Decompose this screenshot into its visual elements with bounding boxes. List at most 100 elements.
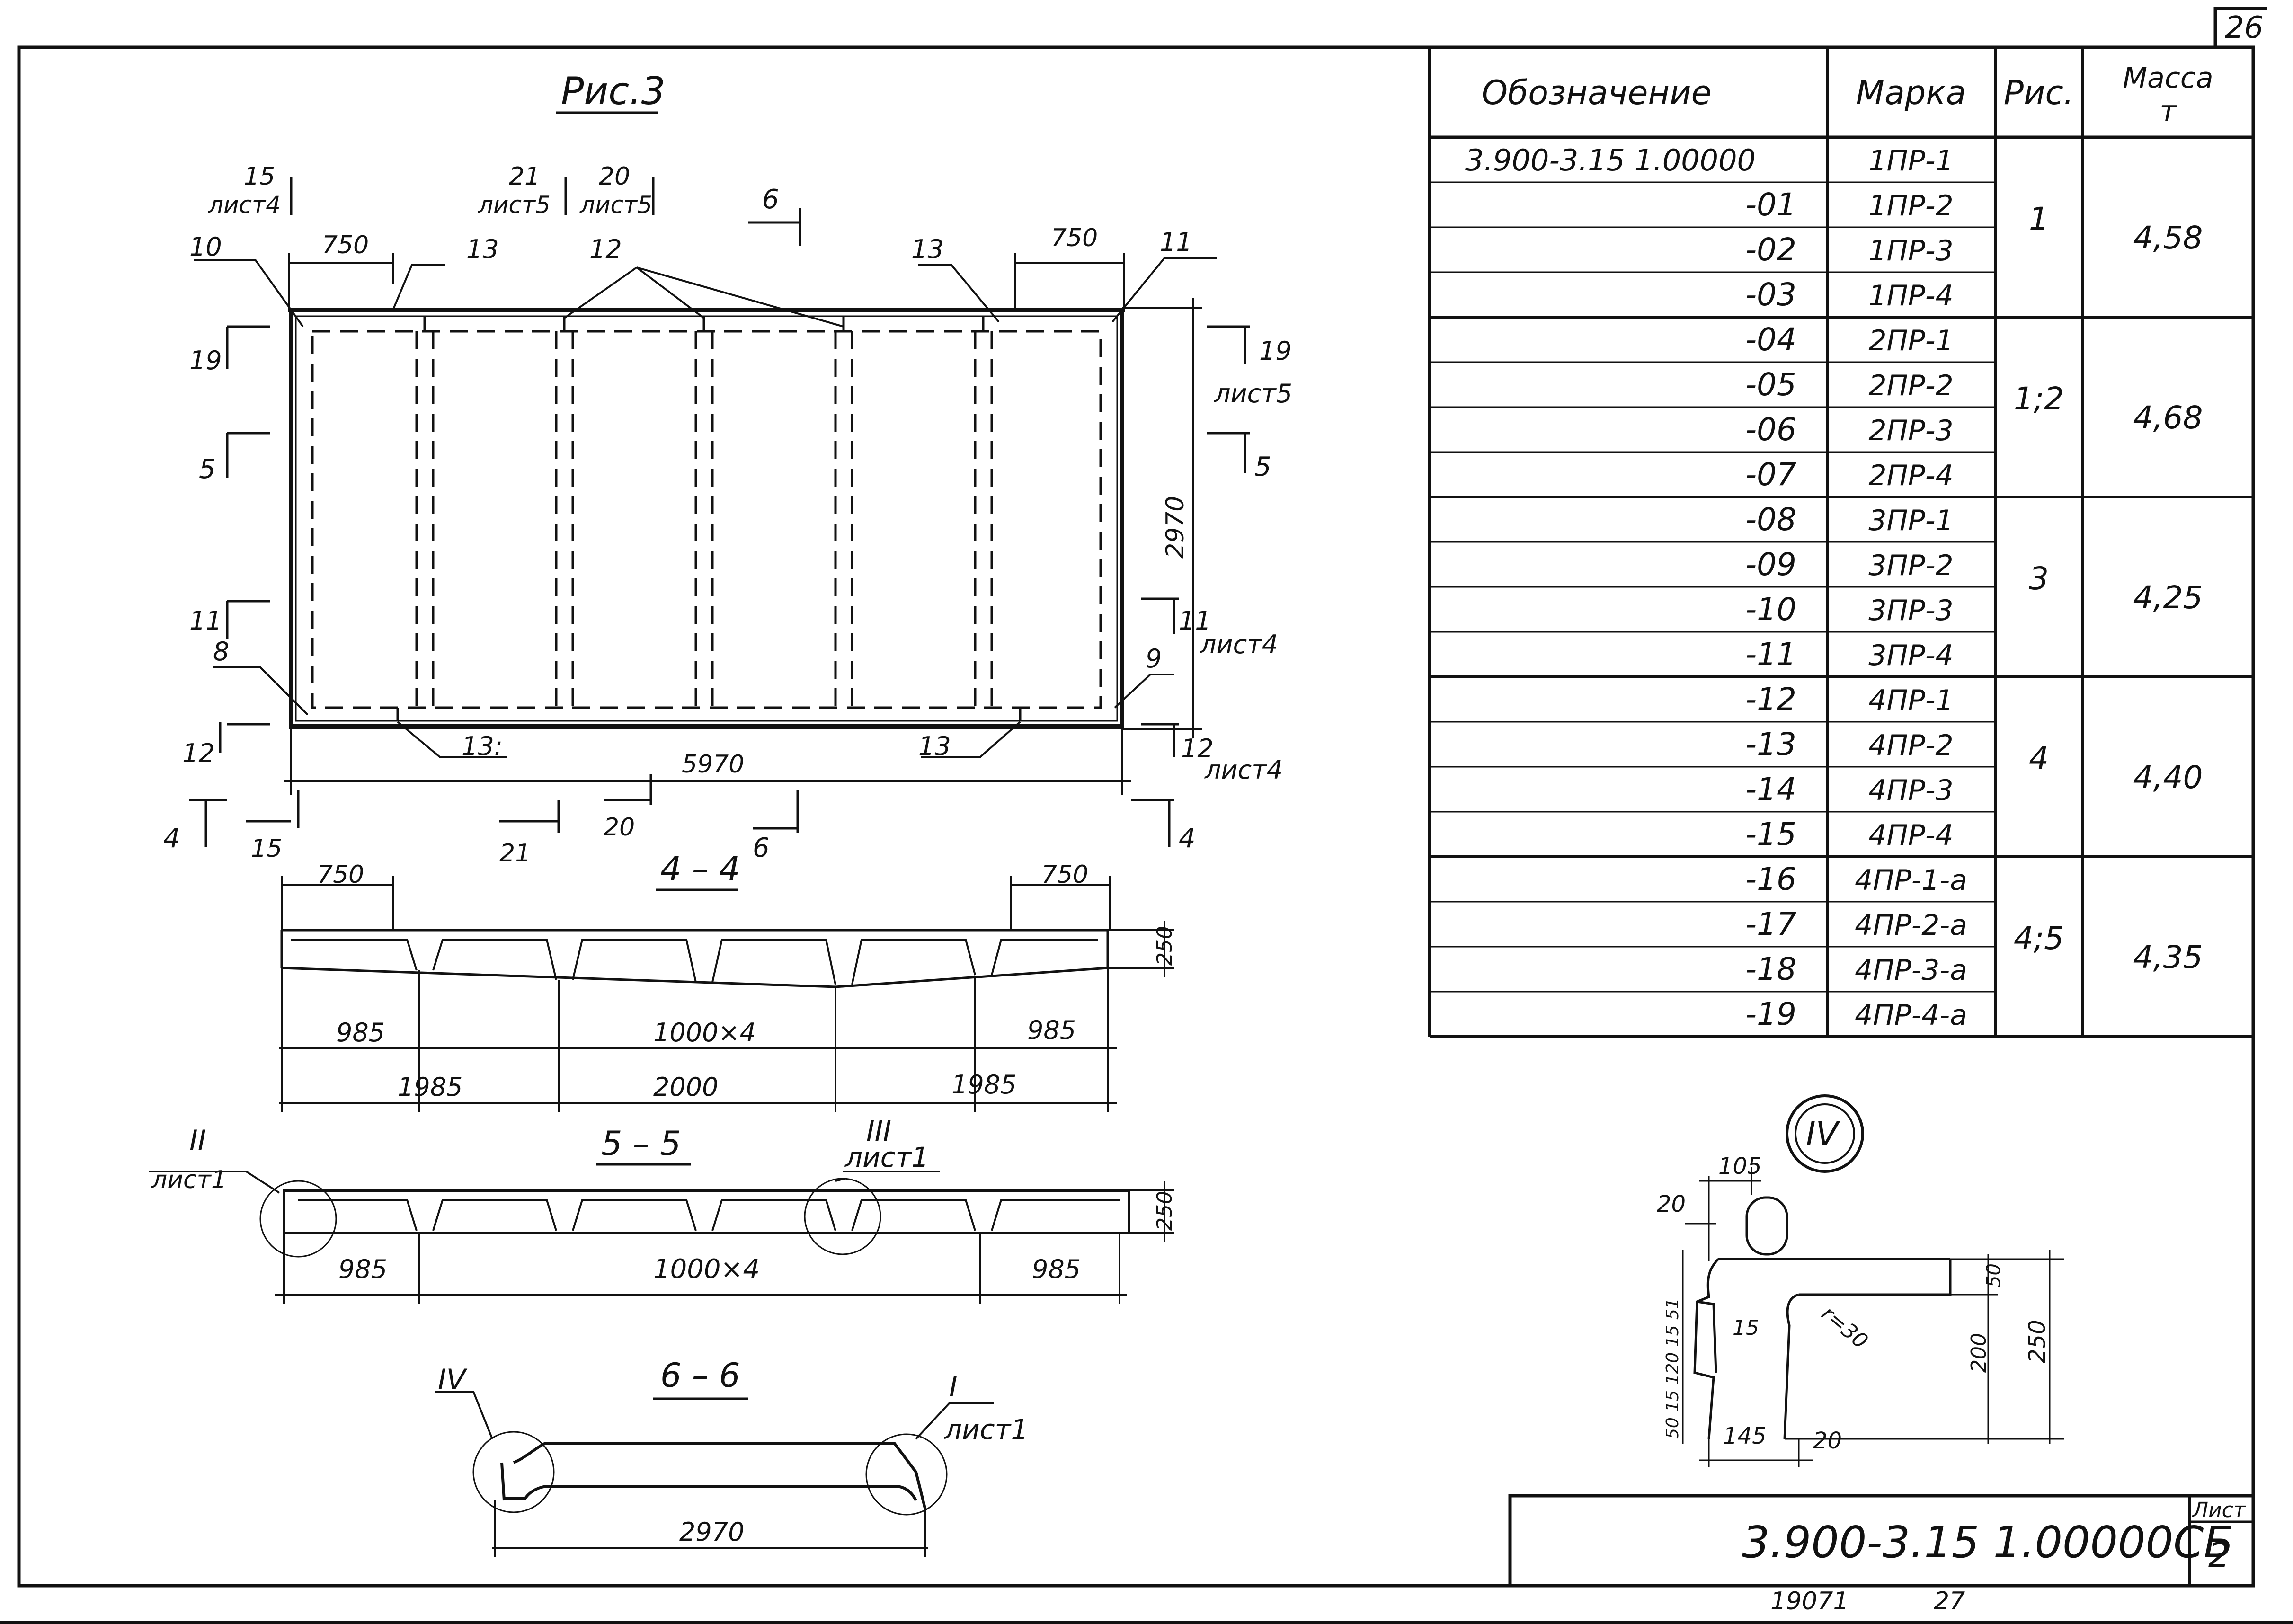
- row-designation: -16: [1745, 861, 1796, 897]
- callout-13-top-left: 13: [466, 234, 499, 264]
- cut-12-sheet: лист4: [1204, 755, 1283, 785]
- detail-label: IV: [1806, 1115, 1840, 1154]
- group-mass: 4,58: [2133, 220, 2203, 256]
- dim-985-right: 985: [1032, 1254, 1081, 1284]
- node-II-sheet: лист1: [151, 1166, 227, 1194]
- row-mark: 1ПР-4: [1868, 279, 1953, 312]
- figure-title: Рис.3: [561, 69, 666, 113]
- dim-750-left: 750: [322, 231, 369, 259]
- dim-985-left: 985: [336, 1018, 385, 1047]
- row-designation: -19: [1745, 996, 1796, 1032]
- row-mark: 1ПР-1: [1868, 144, 1953, 177]
- dim-250: 250: [1153, 926, 1177, 966]
- row-designation: -18: [1745, 951, 1796, 987]
- row-designation: -01: [1745, 186, 1796, 223]
- row-designation: -03: [1745, 276, 1796, 313]
- dim-985-right: 985: [1027, 1015, 1076, 1045]
- row-mark: 4ПР-4: [1868, 819, 1953, 852]
- cut-21-sheet: лист5: [478, 191, 551, 219]
- row-designation: -09: [1745, 546, 1796, 583]
- section-title: 5 – 5: [601, 1124, 681, 1163]
- cut-19-right: 19: [1259, 336, 1292, 366]
- sheet-frame: 26: [0, 7, 2293, 1624]
- cut-21-bottom: 21: [499, 839, 531, 868]
- cut-5-right: 5: [1254, 452, 1271, 482]
- dim-2000: 2000: [653, 1072, 718, 1102]
- dim-750-right: 750: [1041, 861, 1088, 889]
- row-mark: 1ПР-2: [1868, 189, 1953, 222]
- header-mass: Масса: [2123, 62, 2213, 95]
- dim-750-right: 750: [1051, 224, 1098, 252]
- dim-1985-right: 1985: [951, 1070, 1016, 1100]
- group-figure: 1: [2029, 201, 2049, 237]
- row-mark: 2ПР-3: [1868, 414, 1953, 447]
- row-designation: -14: [1745, 771, 1796, 808]
- callout-9: 9: [1146, 644, 1162, 674]
- dim-985-left: 985: [338, 1254, 387, 1284]
- dim-105: 105: [1718, 1153, 1762, 1180]
- cut-4-right: 4: [1179, 823, 1196, 854]
- group-figure: 4: [2029, 740, 2049, 777]
- slab-outline: [289, 308, 1124, 729]
- dim-15: 15: [1733, 1316, 1759, 1340]
- row-mark: 2ПР-1: [1868, 324, 1953, 357]
- cut-6-bottom: 6: [753, 833, 770, 863]
- cut-11-right: 11: [1179, 606, 1211, 636]
- node-I-sheet: лист1: [944, 1413, 1028, 1446]
- dim-1000x4: 1000×4: [653, 1254, 760, 1285]
- cut-12-left: 12: [182, 738, 215, 768]
- cut-15-bottom: 15: [251, 834, 282, 863]
- row-designation: -07: [1745, 456, 1796, 493]
- node-III-sheet: лист1: [844, 1141, 929, 1173]
- row-mark: 2ПР-4: [1868, 459, 1953, 492]
- cut-5-left: 5: [199, 454, 216, 485]
- cut-20-sheet: лист5: [579, 191, 652, 219]
- row-mark: 4ПР-2: [1868, 729, 1953, 762]
- cut-21-top: 21: [509, 162, 540, 191]
- dim-20-bottom: 20: [1813, 1428, 1842, 1454]
- row-mark: 4ПР-4-а: [1855, 999, 1967, 1032]
- row-designation: -10: [1745, 591, 1796, 628]
- row-designation: -05: [1745, 366, 1796, 403]
- cut-12-right: 12: [1181, 734, 1214, 763]
- node-IV-label: IV: [438, 1363, 468, 1396]
- cut-15-top: 15: [244, 162, 275, 191]
- group-mass: 4,68: [2133, 399, 2203, 436]
- row-designation: -08: [1745, 501, 1796, 538]
- dim-1985-left: 1985: [398, 1072, 462, 1102]
- cut-11-sheet: лист4: [1200, 630, 1278, 659]
- dim-750-left: 750: [317, 861, 364, 889]
- node-I-label: I: [949, 1370, 958, 1403]
- dim-r30: r=30: [1817, 1301, 1873, 1353]
- row-mark: 4ПР-3-а: [1855, 954, 1967, 987]
- row-mark: 4ПР-2-а: [1855, 909, 1967, 942]
- callout-12: 12: [589, 234, 622, 264]
- row-designation: -17: [1745, 906, 1796, 942]
- row-mark: 3ПР-3: [1868, 594, 1953, 627]
- row-mark: 2ПР-2: [1868, 369, 1953, 402]
- row-designation: -12: [1745, 681, 1796, 718]
- detail-IV: IV 105 20 50 200 250 r=30 15 145 20 50 1…: [1657, 1094, 2064, 1467]
- rib-dashed-lines: [311, 330, 1102, 709]
- row-mark: 4ПР-1: [1868, 684, 1953, 717]
- section-4-4: 4 – 4 750 750 250 985 1000×4 985 1985 20…: [279, 850, 1177, 1112]
- row-designation: -02: [1745, 231, 1796, 268]
- figure-3-plan: Рис.3 750 750: [163, 69, 1292, 868]
- group-figure: 3: [2029, 560, 2049, 597]
- cut-19-sheet: лист5: [1214, 379, 1292, 408]
- row-mark: 3ПР-1: [1868, 504, 1953, 537]
- dim-2970: 2970: [1161, 496, 1190, 559]
- sheet-label: Лист: [2192, 1498, 2246, 1522]
- title-block: 3.900-3.15 1.00000СБ Лист 2 19071 27: [1508, 1494, 2253, 1615]
- sheet-number: 2: [2208, 1535, 2230, 1575]
- dim-250: 250: [2024, 1320, 2051, 1363]
- node-II-label: II: [189, 1124, 206, 1157]
- corner-number: 26: [2225, 10, 2263, 45]
- row-designation: -15: [1745, 816, 1796, 852]
- header-mark: Марка: [1856, 73, 1966, 112]
- cut-15-sheet: лист4: [208, 191, 281, 219]
- row-designation: -11: [1745, 636, 1796, 673]
- dim-2970: 2970: [679, 1517, 744, 1547]
- group-mass: 4,35: [2133, 939, 2203, 976]
